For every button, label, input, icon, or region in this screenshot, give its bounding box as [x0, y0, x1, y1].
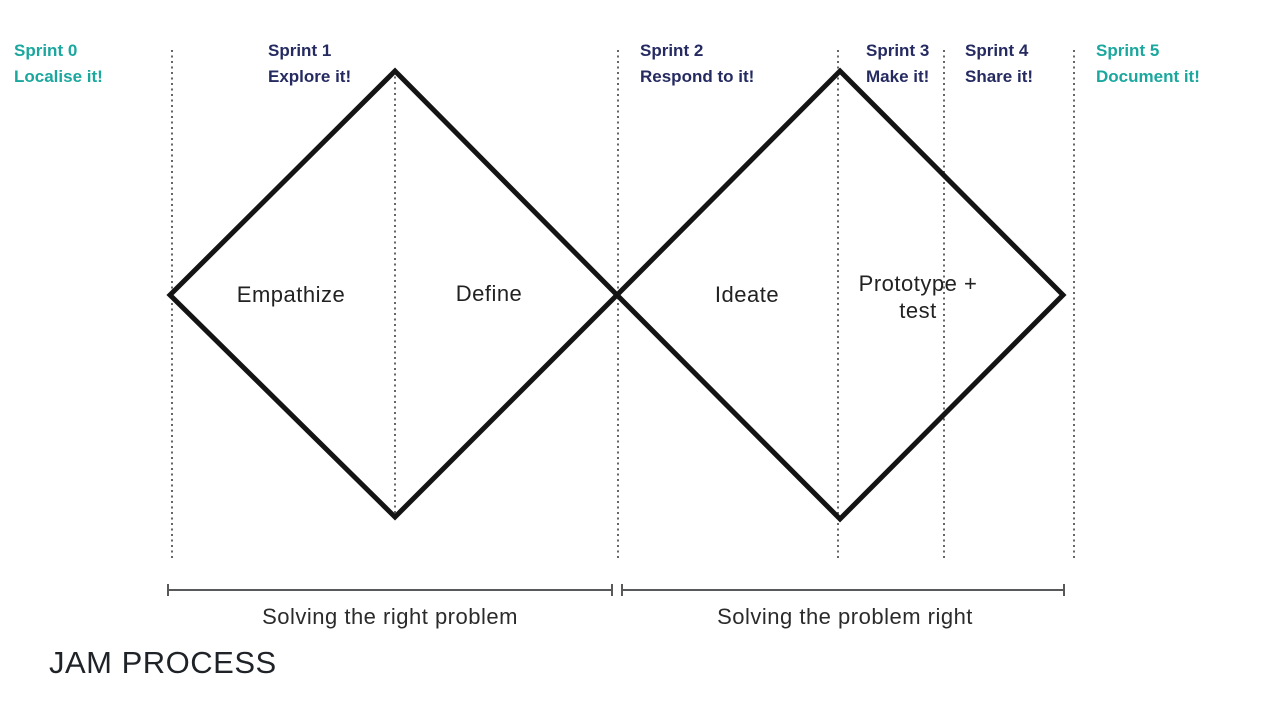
phase-prototype-test: Prototype + test — [858, 271, 978, 323]
page-title: JAM PROCESS — [49, 645, 277, 680]
sprint-4-label: Sprint 4 Share it! — [965, 38, 1033, 90]
sprint-4-tagline: Share it! — [965, 67, 1034, 86]
sprint-3-name: Sprint 3 — [866, 41, 930, 60]
measurement-lines — [167, 584, 1065, 596]
right-diamond-outline — [613, 67, 1067, 523]
phase-ideate: Ideate — [714, 282, 780, 307]
sprint-boundary-lines — [171, 50, 1075, 560]
sprint-2-label: Sprint 2 Respond to it! — [640, 38, 754, 90]
sprint-0-name: Sprint 0 — [14, 41, 78, 60]
phase-empathize: Empathize — [236, 282, 346, 307]
sprint-5-name: Sprint 5 — [1096, 41, 1160, 60]
range-label-problem-right: Solving the problem right — [717, 604, 973, 629]
phase-define: Define — [455, 281, 523, 306]
sprint-5-tagline: Document it! — [1096, 67, 1200, 86]
sprint-4-name: Sprint 4 — [965, 41, 1029, 60]
sprint-3-label: Sprint 3 Make it! — [866, 38, 929, 90]
sprint-2-name: Sprint 2 — [640, 41, 704, 60]
sprint-3-tagline: Make it! — [866, 67, 930, 86]
sprint-5-label: Sprint 5 Document it! — [1096, 38, 1200, 90]
sprint-1-tagline: Explore it! — [268, 67, 352, 86]
sprint-1-label: Sprint 1 Explore it! — [268, 38, 351, 90]
sprint-1-name: Sprint 1 — [268, 41, 332, 60]
diamond-outlines — [166, 67, 1067, 523]
sprint-0-tagline: Localise it! — [14, 67, 103, 86]
range-label-right-problem: Solving the right problem — [262, 604, 518, 629]
sprint-2-tagline: Respond to it! — [640, 67, 755, 86]
sprint-0-label: Sprint 0 Localise it! — [14, 38, 103, 90]
